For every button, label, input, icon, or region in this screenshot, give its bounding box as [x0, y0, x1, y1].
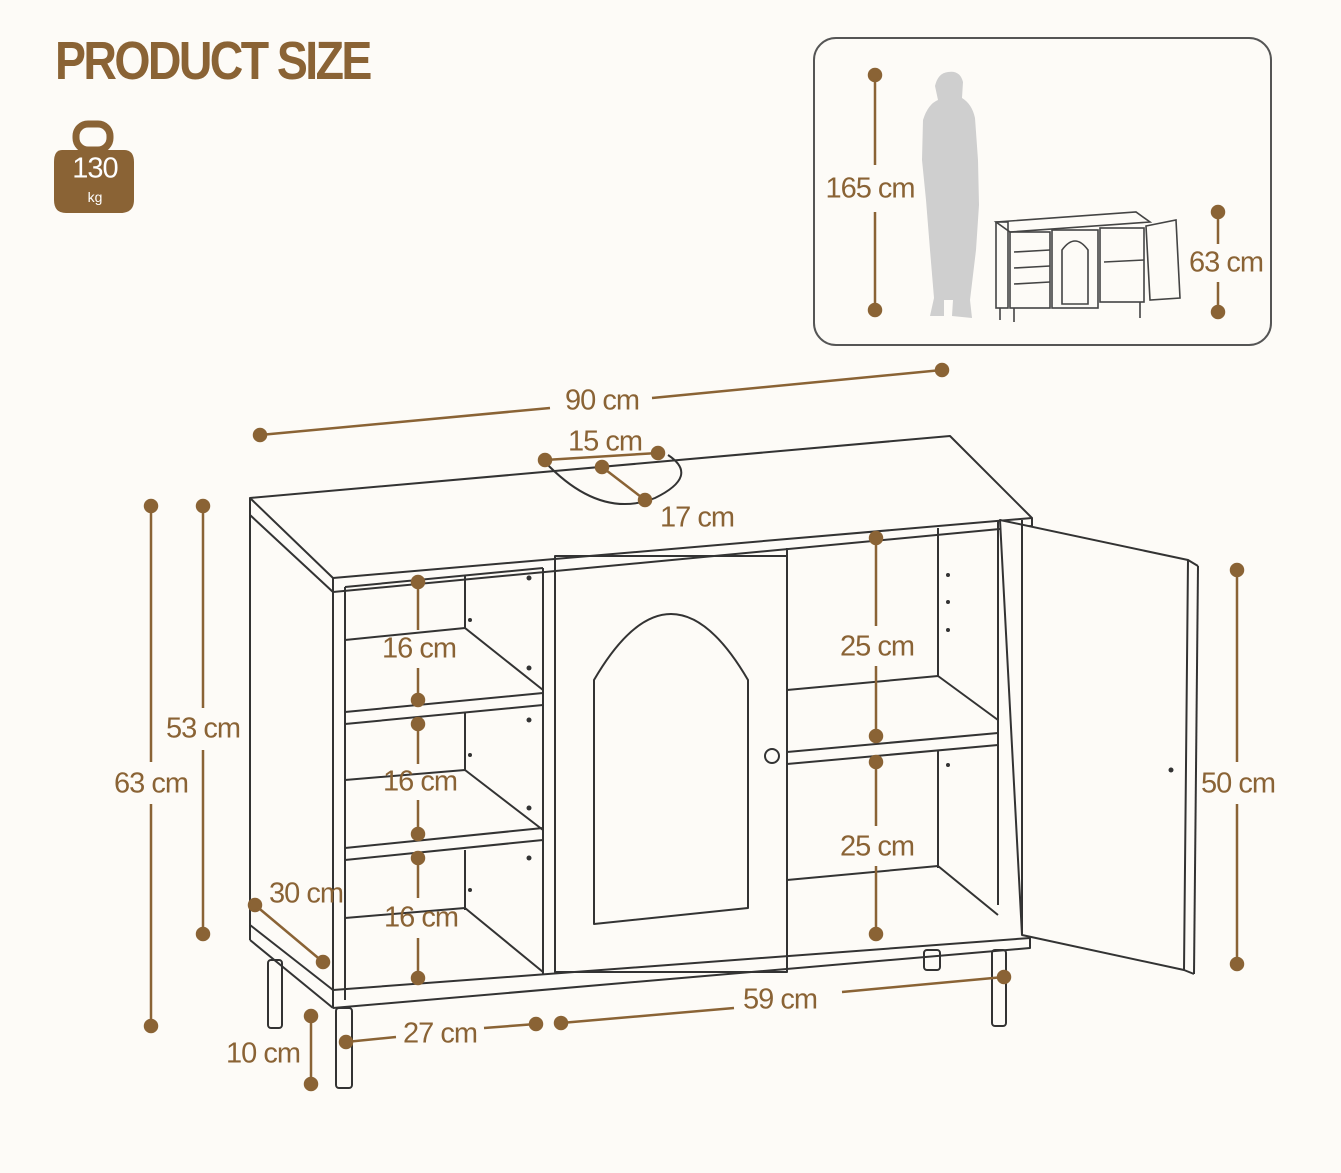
total-height-label: 63 cm — [111, 769, 191, 799]
inset-cabinet-icon — [993, 211, 1181, 322]
person-silhouette-icon — [922, 71, 979, 318]
right-lower-label: 25 cm — [840, 830, 915, 863]
depth-label: 30 cm — [269, 877, 344, 910]
dimension-lines — [143, 67, 1245, 1092]
shelf-top-label: 16 cm — [382, 632, 457, 665]
shelf-middle-label: 16 cm — [383, 765, 458, 798]
leg-height-label: 10 cm — [226, 1037, 301, 1070]
weight-unit: kg — [87, 189, 103, 205]
page-title: PRODUCT SIZE — [55, 31, 372, 91]
cabinet-drawing — [249, 435, 1199, 1089]
inner-height-label: 53 cm — [163, 714, 243, 744]
inset-cabinet-height-label: 63 cm — [1186, 248, 1266, 278]
sink-hole-width-label: 15 cm — [568, 425, 643, 458]
right-width-label: 59 cm — [743, 983, 818, 1016]
width-label: 90 cm — [562, 386, 642, 416]
left-width-label: 27 cm — [403, 1017, 478, 1050]
person-height-label: 165 cm — [822, 174, 918, 204]
door-height-label: 50 cm — [1198, 769, 1278, 799]
sink-hole-depth-label: 17 cm — [660, 501, 735, 534]
weight-value: 130 — [72, 152, 118, 185]
right-upper-label: 25 cm — [840, 630, 915, 663]
inset-frame — [813, 37, 1272, 346]
weight-icon — [54, 120, 134, 213]
shelf-pin-holes — [468, 573, 1174, 892]
shelf-bottom-label: 16 cm — [384, 901, 459, 934]
